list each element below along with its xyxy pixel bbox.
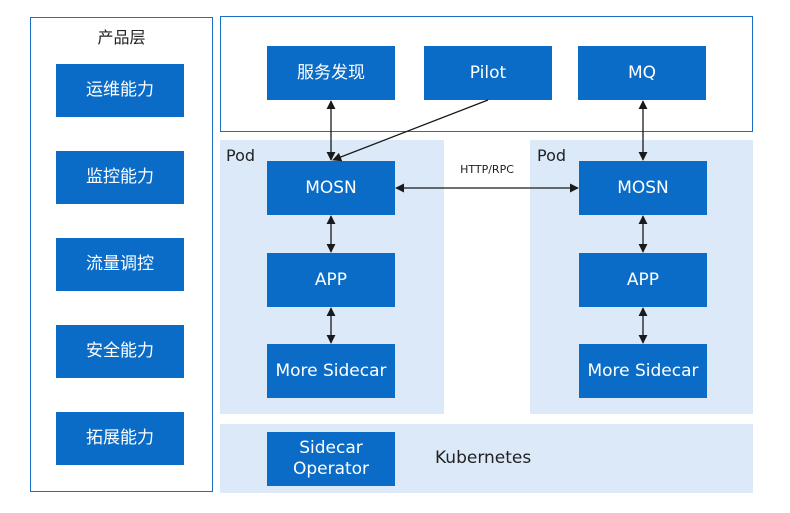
pod-right-label: Pod [537,146,567,165]
mq-box: MQ [578,46,706,100]
sidecar-operator-line1: Sidecar [299,438,363,458]
pod-left-app-box: APP [267,253,395,307]
pilot-box: Pilot [424,46,552,100]
product-item-ops: 运维能力 [56,64,184,117]
pod-left-mosn-box: MOSN [267,161,395,215]
product-item-security: 安全能力 [56,325,184,378]
product-item-monitoring: 监控能力 [56,151,184,204]
pod-right-sidecar-box: More Sidecar [579,344,707,398]
sidecar-operator-box: Sidecar Operator [267,432,395,486]
product-item-traffic: 流量调控 [56,238,184,291]
kubernetes-label: Kubernetes [435,448,532,468]
service-discovery-box: 服务发现 [267,46,395,100]
pod-right-app-box: APP [579,253,707,307]
pod-left-label: Pod [226,146,256,165]
pod-right-mosn-box: MOSN [579,161,707,215]
pilot-mosn-arrow [332,99,489,162]
sidecar-operator-line2: Operator [292,459,370,479]
protocol-label: HTTP/RPC [460,163,514,176]
pod-left-sidecar-box: More Sidecar [267,344,395,398]
product-item-extension: 拓展能力 [56,412,184,465]
product-layer-title: 产品层 [97,28,146,47]
